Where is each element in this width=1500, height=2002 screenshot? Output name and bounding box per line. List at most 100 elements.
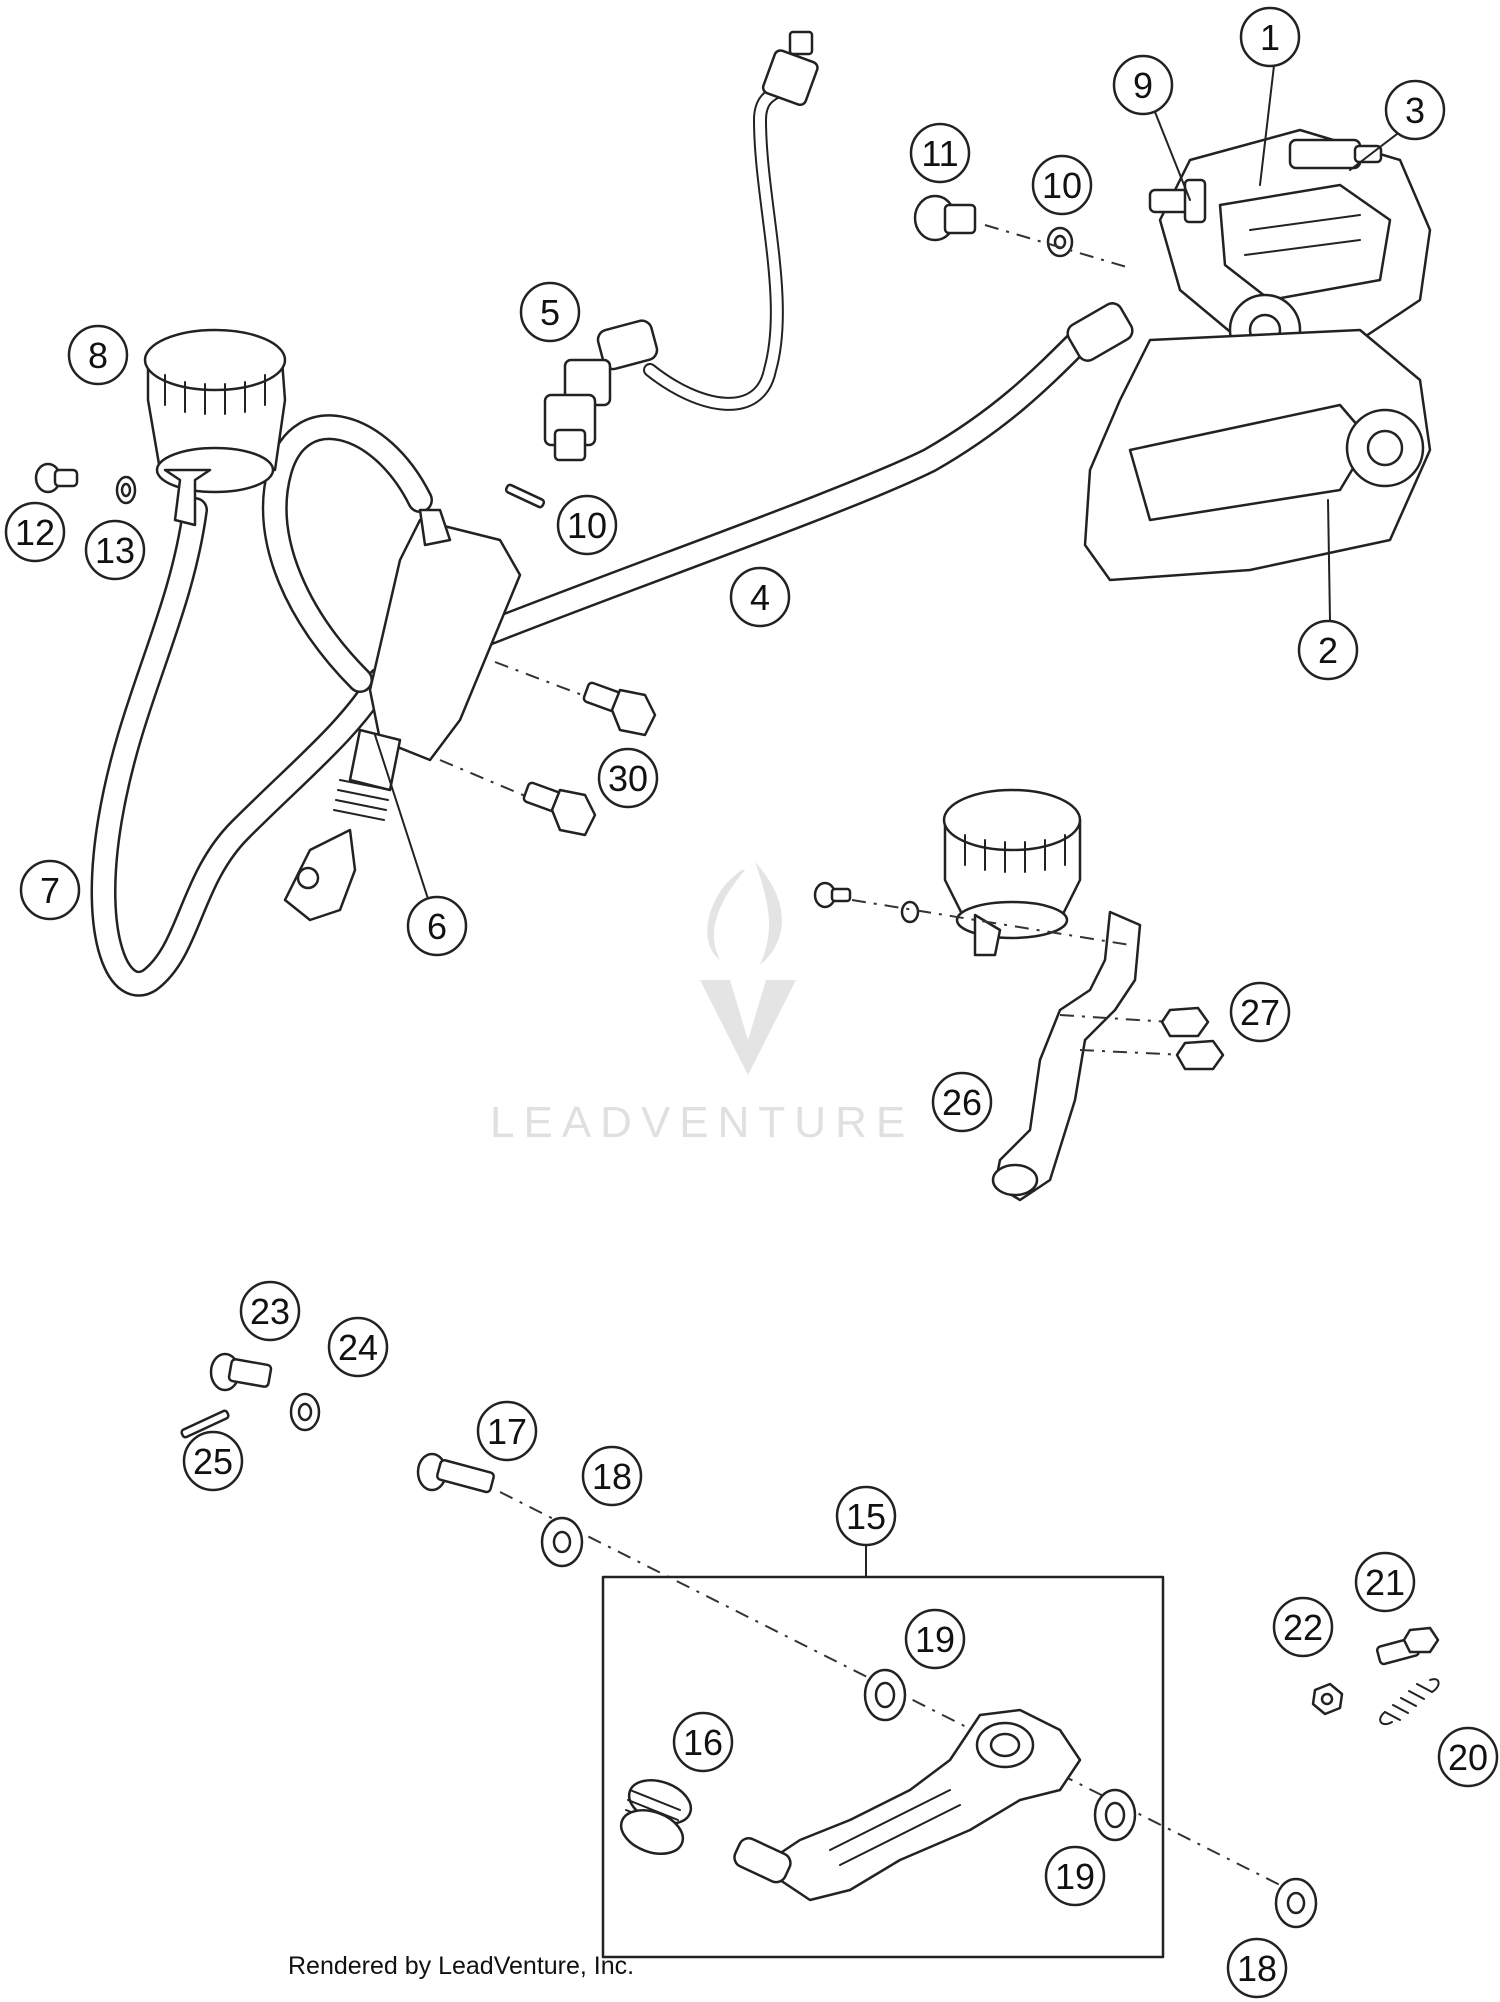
svg-text:30: 30 (608, 758, 648, 799)
callout-9: 9 (1112, 54, 1174, 116)
callout-18-lower: 18 (1226, 1937, 1288, 1999)
nut-22 (1311, 1682, 1344, 1716)
callout-6: 6 (406, 895, 468, 957)
callout-24: 24 (327, 1316, 389, 1378)
watermark-text: LEADVENTURE (490, 1098, 914, 1147)
callout-8: 8 (67, 324, 129, 386)
callout-18-upper: 18 (581, 1445, 643, 1507)
svg-text:10: 10 (567, 505, 607, 546)
washer-18-lower (1274, 1877, 1318, 1929)
pedal-assembly-box-15 (601, 1575, 1165, 1959)
hose-4 (457, 327, 1093, 653)
pivot-bolt-17 (416, 1452, 495, 1494)
callout-2: 2 (1297, 619, 1359, 681)
pressure-sensor-5 (543, 319, 659, 462)
callout-12: 12 (4, 501, 66, 563)
callout-3: 3 (1384, 79, 1446, 141)
watermark-logo (700, 862, 796, 1075)
callout-20: 20 (1437, 1726, 1499, 1788)
callout-30: 30 (597, 747, 659, 809)
svg-text:21: 21 (1365, 1562, 1405, 1603)
svg-text:3: 3 (1405, 90, 1425, 131)
callout-26: 26 (931, 1071, 993, 1133)
return-spring-20 (1379, 1678, 1440, 1726)
callout-17: 17 (476, 1400, 538, 1462)
screw-12 (34, 462, 79, 494)
callout-21: 21 (1354, 1551, 1416, 1613)
svg-text:12: 12 (15, 512, 55, 553)
bolts-27 (1059, 1006, 1225, 1071)
svg-text:19: 19 (1055, 1856, 1095, 1897)
callout-25: 25 (182, 1430, 244, 1492)
svg-text:13: 13 (95, 530, 135, 571)
sensor-cable-5 (643, 83, 787, 411)
bushing-19-lower (1093, 1788, 1137, 1842)
callout-13: 13 (84, 519, 146, 581)
svg-text:18: 18 (592, 1456, 632, 1497)
callout-16: 16 (672, 1711, 734, 1773)
svg-text:24: 24 (338, 1327, 378, 1368)
assembly-line-11 (984, 224, 1131, 269)
svg-text:27: 27 (1240, 992, 1280, 1033)
clip-13 (115, 475, 137, 505)
svg-text:17: 17 (487, 1411, 527, 1452)
reservoir-assembly-26 (942, 788, 1142, 1202)
bushing-19-upper (863, 1668, 907, 1722)
svg-text:5: 5 (540, 292, 560, 333)
callout-1: 1 (1239, 6, 1301, 68)
svg-text:10: 10 (1042, 165, 1082, 206)
svg-text:15: 15 (846, 1496, 886, 1537)
svg-text:6: 6 (427, 906, 447, 947)
svg-text:16: 16 (683, 1722, 723, 1763)
callout-5: 5 (519, 281, 581, 343)
svg-text:25: 25 (193, 1441, 233, 1482)
svg-text:19: 19 (915, 1619, 955, 1660)
bolt-21 (1376, 1626, 1440, 1666)
svg-text:20: 20 (1448, 1737, 1488, 1778)
svg-text:2: 2 (1318, 630, 1338, 671)
leader-6 (374, 734, 431, 906)
pivot-pin-23 (209, 1352, 273, 1392)
leader-2 (1327, 499, 1331, 621)
bolt-30-upper (494, 661, 657, 737)
svg-text:23: 23 (250, 1291, 290, 1332)
svg-text:18: 18 (1237, 1948, 1277, 1989)
svg-text:1: 1 (1260, 17, 1280, 58)
callout-19-lower: 19 (1044, 1845, 1106, 1907)
caliper-bracket-2 (1083, 328, 1432, 582)
svg-text:26: 26 (942, 1082, 982, 1123)
bolt-30-lower (439, 759, 597, 837)
washer-10-upper (1046, 226, 1074, 258)
pin-10 (504, 483, 546, 509)
brake-caliper-1 (1158, 128, 1432, 367)
callout-4: 4 (729, 566, 791, 628)
spring-16 (619, 1779, 693, 1855)
svg-text:22: 22 (1283, 1607, 1323, 1648)
leader-1 (1259, 56, 1276, 186)
banjo-bolt-11 (913, 194, 977, 242)
cable-connector (761, 30, 819, 107)
master-cylinder-6 (283, 508, 522, 922)
callout-10-lower: 10 (556, 494, 618, 556)
fluid-reservoir-8 (143, 328, 287, 527)
credit-text: Rendered by LeadVenture, Inc. (288, 1952, 635, 1980)
brake-pedal (733, 1708, 1082, 1902)
svg-text:7: 7 (40, 870, 60, 911)
leader-9 (1154, 111, 1191, 201)
svg-text:9: 9 (1133, 65, 1153, 106)
callout-22: 22 (1272, 1596, 1334, 1658)
cotter-pin-25 (180, 1409, 230, 1439)
hose-7 (90, 414, 433, 997)
washer-24 (289, 1392, 321, 1432)
callout-27: 27 (1229, 981, 1291, 1043)
callout-19-upper: 19 (904, 1608, 966, 1670)
svg-text:8: 8 (88, 335, 108, 376)
callout-11: 11 (909, 122, 971, 184)
bleed-screw-9 (1148, 178, 1207, 224)
reservoir-screw-26 (813, 881, 1131, 946)
washer-18-upper (540, 1516, 584, 1568)
callout-15: 15 (835, 1485, 897, 1547)
callout-10-upper: 10 (1031, 154, 1093, 216)
callout-7: 7 (19, 859, 81, 921)
